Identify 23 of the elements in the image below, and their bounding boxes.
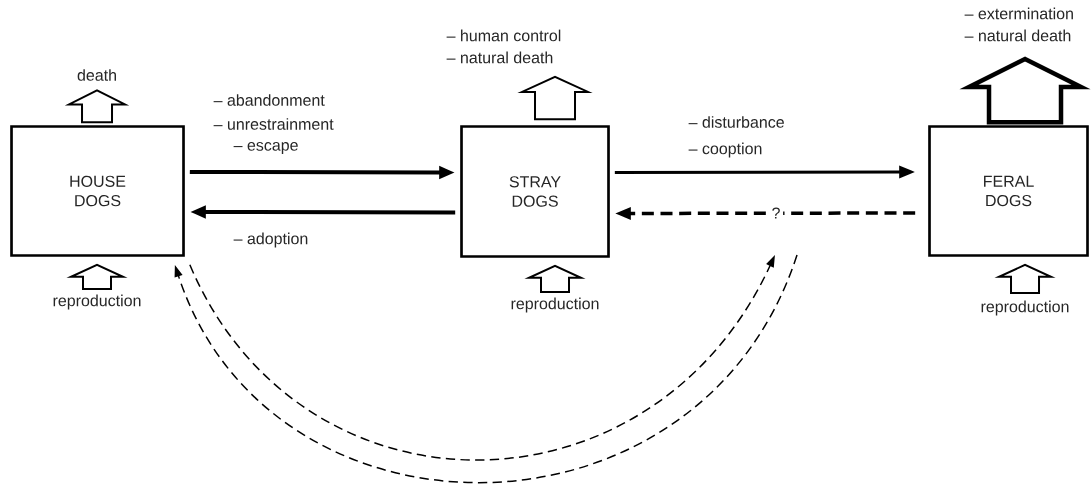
flow-label: reproduction <box>53 294 141 310</box>
edge-label: ? <box>768 204 784 222</box>
cause-label: – cooption <box>688 142 762 158</box>
cause-label: – abandonment <box>213 94 325 106</box>
hollow-arrow <box>517 75 593 121</box>
hollow-arrow <box>524 264 586 293</box>
population-box: HOUSE DOGS <box>10 125 185 257</box>
population-box: STRAY DOGS <box>460 125 610 258</box>
cause-label: – adoption <box>233 232 308 248</box>
flow-label: reproduction <box>981 300 1069 316</box>
flow-label: death <box>77 69 116 81</box>
flow-label: reproduction <box>511 297 599 313</box>
curved-arrow <box>174 254 798 484</box>
hollow-arrow <box>959 56 1091 125</box>
flow-label: – human control – natural death <box>446 29 561 64</box>
population-box: FERAL DOGS <box>928 125 1089 257</box>
hollow-arrow <box>994 263 1056 294</box>
cause-label: – escape <box>233 142 298 154</box>
cause-label: – unrestrainment <box>213 118 334 130</box>
hollow-arrow <box>66 263 128 290</box>
cause-label: – disturbance <box>688 116 784 128</box>
hollow-arrow <box>64 89 130 124</box>
flow-label: – extermination – natural death <box>964 7 1073 42</box>
